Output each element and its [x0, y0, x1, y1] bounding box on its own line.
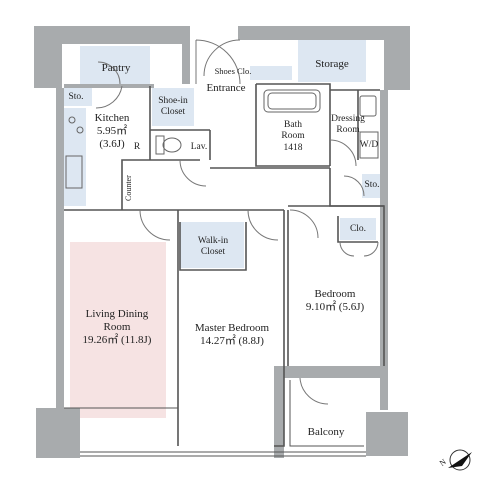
entrance-label: Entrance: [206, 82, 246, 94]
bedroom-door-swing: [289, 209, 319, 239]
bathtub: [263, 89, 321, 113]
partition-kitchen-right: [149, 86, 211, 160]
kitchen-jo: (3.6J): [99, 138, 125, 151]
dressing-door-swing: [329, 139, 357, 167]
entrance-door-swing: [195, 39, 241, 85]
wall-right-column: [384, 26, 410, 90]
toilet-bowl: [162, 137, 182, 153]
master-bedroom-label: Master Bedroom 14.27㎡ (8.8J): [180, 322, 284, 348]
sto-left-fill: [64, 88, 92, 106]
entrance-door-swing-2: [203, 39, 241, 77]
wall-top-right-block: [296, 26, 410, 40]
balcony-door-swing: [299, 377, 329, 405]
partition-walk-in: [179, 222, 247, 271]
bedroom-name: Bedroom: [314, 288, 356, 300]
toilet-tank: [155, 135, 165, 155]
wd-door-swing: [343, 175, 365, 197]
wd-label: W/D: [359, 140, 379, 150]
partition-kitchen-living: [64, 159, 200, 211]
stove-burner-2: [76, 126, 84, 134]
stove-burner-1: [68, 116, 76, 124]
wall-bottom-left-column: [36, 408, 80, 458]
closet-fill: [340, 218, 376, 240]
kitchen-sink: [65, 155, 83, 189]
bedroom-area: 9.10㎡ (5.6J): [305, 301, 365, 314]
pantry-door-swing: [97, 61, 121, 85]
shoe-in-closet-fill: [152, 88, 194, 126]
bath-room-label: Bath Room 1418: [281, 120, 305, 153]
wall-balcony-top: [280, 366, 380, 378]
dressing-room-label: Dressing Room: [331, 114, 365, 136]
wall-entrance-left: [182, 26, 190, 84]
closet-door-swing: [339, 241, 379, 257]
wall-balcony-left: [274, 366, 284, 458]
wall-bottom-right-column: [366, 412, 408, 456]
storage-fill: [298, 40, 366, 82]
partition-bedroom: [287, 205, 385, 366]
master-door-swing: [247, 209, 279, 241]
wash-basin: [359, 95, 377, 117]
lav-label: Lav.: [190, 142, 208, 152]
partition-entrance-bath: [255, 83, 331, 167]
partition-closet: [337, 216, 378, 243]
wall-kitchen-top: [64, 84, 154, 88]
compass-needle: [448, 452, 472, 468]
shoes-closet-fill: [250, 66, 292, 80]
balcony-rail: [289, 380, 364, 447]
bathtub-inner: [267, 92, 317, 110]
living-area: 19.26㎡ (11.8J): [82, 334, 152, 347]
partition-hall: [210, 167, 384, 207]
kitchen-label: Kitchen 5.95㎡ (3.6J): [84, 112, 140, 152]
compass: [448, 449, 472, 471]
partition-master-bedroom: [177, 209, 285, 447]
compass-circle: [449, 449, 471, 471]
pantry-fill: [80, 46, 150, 84]
kitchen-counter-fill: [64, 108, 86, 206]
sto-right-label: Sto.: [364, 180, 380, 190]
pantry-label: Pantry: [101, 62, 131, 74]
shoe-in-closet-label: Shoe-in Closet: [158, 96, 188, 118]
sto-kitchen-label: Sto.: [68, 92, 84, 102]
kitchen-name: Kitchen: [94, 112, 130, 124]
sto-right-fill: [362, 174, 380, 198]
closet-label: Clo.: [349, 224, 367, 234]
bedroom-label: Bedroom 9.10㎡ (5.6J): [290, 288, 380, 314]
wall-entrance-right: [238, 26, 296, 40]
wall-top-left-block: [34, 26, 182, 44]
living-dining-label: Living Dining Room 19.26㎡ (11.8J): [64, 308, 170, 348]
living-door-swing: [139, 209, 171, 241]
partition-dressing: [330, 89, 380, 160]
kitchen-door-swing: [95, 85, 123, 109]
walk-in-closet-label: Walk-in Closet: [197, 236, 229, 258]
shoes-closet-label: Shoes Clo.: [214, 66, 252, 76]
refrigerator-mark: R: [133, 142, 141, 152]
balcony-label: Balcony: [307, 426, 345, 438]
master-name: Master Bedroom: [194, 322, 270, 334]
washer-box: [359, 131, 379, 159]
kitchen-area: 5.95㎡: [96, 125, 128, 138]
storage-label: Storage: [315, 58, 349, 70]
living-dining-highlight: [70, 242, 166, 418]
lav-door-swing: [179, 159, 207, 187]
counter-label: Counter: [124, 175, 133, 201]
wall-left-side: [56, 88, 64, 408]
wall-left-column: [34, 26, 62, 88]
walk-in-closet-fill: [180, 222, 244, 268]
master-area: 14.27㎡ (8.8J): [200, 335, 264, 348]
